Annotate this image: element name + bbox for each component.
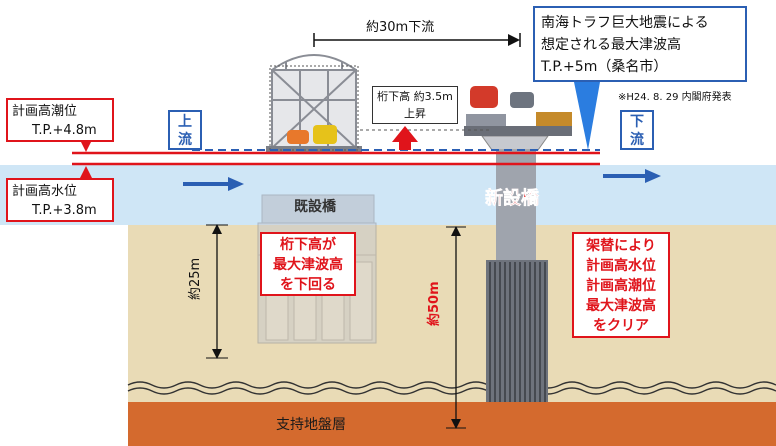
- source-note: ※H24. 8. 29 内閣府発表: [618, 92, 732, 103]
- new-note-line-2: 計画高水位: [586, 258, 656, 274]
- wave-line-1: [127, 381, 776, 389]
- depth-25-label: 約25m: [188, 257, 203, 300]
- rise-arrow: [392, 126, 418, 150]
- tsunami-info-box: 南海トラフ巨大地震による 想定される最大津波高 T.P.+5m（桑名市）: [533, 6, 747, 82]
- river-water: [0, 165, 776, 225]
- existing-note-line-1: 桁下高が: [280, 237, 336, 253]
- high-tide-title: 計画高潮位: [12, 104, 78, 119]
- car-yellow-existing: [313, 125, 337, 144]
- new-bridge-piles: [489, 262, 546, 402]
- downstream-text: 下流: [630, 114, 644, 148]
- high-water-value: T.P.+3.8m: [32, 203, 97, 218]
- new-bridge-pier: [481, 135, 549, 402]
- new-bridge-girder-left: [466, 114, 506, 126]
- new-note-line-1: 架替により: [586, 238, 656, 254]
- clearance-line-2: 上昇: [404, 107, 426, 120]
- new-note-line-5: をクリア: [593, 318, 649, 334]
- depth-25-head-bottom: [212, 349, 222, 359]
- distance-arrowhead: [508, 34, 520, 46]
- depth-50-label: 約50m: [427, 281, 442, 326]
- tsunami-line-1: 南海トラフ巨大地震による: [541, 15, 709, 31]
- flow-arrow-right: [603, 169, 661, 183]
- soil-layer: [128, 225, 776, 405]
- new-bridge-girder-right: [536, 112, 572, 126]
- high-water-title: 計画高水位: [12, 184, 78, 199]
- upstream-text: 上流: [178, 114, 192, 148]
- distance-label: 約30m下流: [366, 20, 435, 35]
- existing-bridge-label: 既設橋: [294, 199, 336, 215]
- depth-50-head-bottom: [451, 419, 461, 429]
- high-water-pointer: [80, 166, 92, 178]
- depth-25-head-top: [212, 224, 222, 234]
- bearing-layer: [128, 402, 776, 446]
- high-water-box: 計画高水位 T.P.+3.8m: [6, 178, 114, 222]
- clearance-box: 桁下高 約3.5m 上昇: [372, 86, 458, 124]
- depth-50-head-top: [451, 226, 461, 236]
- high-tide-box: 計画高潮位 T.P.+4.8m: [6, 98, 114, 142]
- new-bridge-deck: [464, 126, 572, 136]
- new-note-line-3: 計画高潮位: [586, 278, 656, 294]
- clearance-line-1: 桁下高 約3.5m: [377, 90, 453, 103]
- downstream-label: 下流: [620, 110, 654, 150]
- wave-line-2: [127, 387, 776, 395]
- upstream-label: 上流: [168, 110, 202, 150]
- tsunami-pointer: [574, 82, 600, 150]
- existing-clearance-note: 桁下高が 最大津波高 を下回る: [260, 232, 356, 296]
- new-bridge-label: 新設橋: [485, 188, 540, 210]
- car-gray-new: [510, 92, 534, 108]
- new-bridge-note: 架替により 計画高水位 計画高潮位 最大津波高 をクリア: [572, 232, 670, 338]
- new-note-line-4: 最大津波高: [586, 298, 656, 314]
- car-red-new: [470, 86, 498, 108]
- high-tide-pointer: [80, 140, 92, 152]
- tsunami-line-2: 想定される最大津波高: [541, 37, 681, 53]
- existing-note-line-3: を下回る: [280, 277, 336, 293]
- car-orange-existing: [287, 130, 309, 144]
- tsunami-line-3: T.P.+5m（桑名市）: [541, 59, 668, 75]
- bearing-layer-label: 支持地盤層: [276, 417, 346, 433]
- flow-arrow-left: [183, 177, 244, 191]
- existing-note-line-2: 最大津波高: [273, 257, 343, 273]
- high-tide-value: T.P.+4.8m: [32, 123, 97, 138]
